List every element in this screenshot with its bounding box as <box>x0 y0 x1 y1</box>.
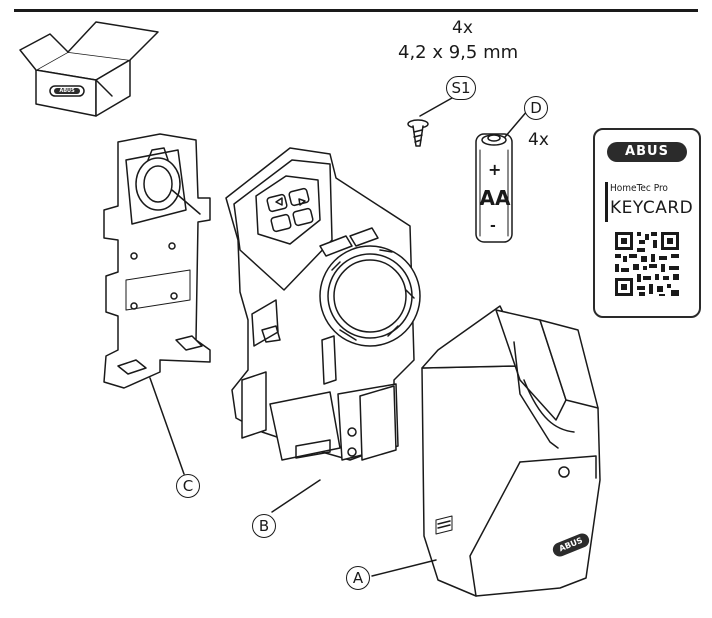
keycard-accent-bar <box>605 182 608 222</box>
box-brand-label: ABUS <box>59 88 75 94</box>
battery-callout: D <box>524 96 548 120</box>
screw-callout: S1 <box>446 76 476 100</box>
packaging-box-icon <box>19 21 159 117</box>
lock-unit-callout: B <box>252 514 276 538</box>
cover-callout: A <box>346 566 370 590</box>
keycard-title: KEYCARD <box>610 198 694 218</box>
battery-minus: - <box>490 218 496 234</box>
battery-type: AA <box>479 186 511 210</box>
keycard-brand: ABUS <box>607 142 687 162</box>
screw-quantity: 4x <box>452 18 473 38</box>
qr-code-icon <box>613 230 681 298</box>
screw-size: 4,2 x 9,5 mm <box>398 42 519 63</box>
battery-icon <box>475 109 529 243</box>
mounting-plate <box>103 133 211 475</box>
battery-plus: + <box>488 160 502 179</box>
screw-icon <box>407 97 453 147</box>
cover-housing <box>371 305 601 597</box>
keycard-subtitle: HomeTec Pro <box>610 183 668 194</box>
top-rule <box>14 9 698 12</box>
mount-plate-callout: C <box>176 474 200 498</box>
battery-quantity: 4x <box>528 130 549 150</box>
keycard: ABUS HomeTec Pro KEYCARD <box>593 128 701 318</box>
lock-unit <box>225 147 421 513</box>
